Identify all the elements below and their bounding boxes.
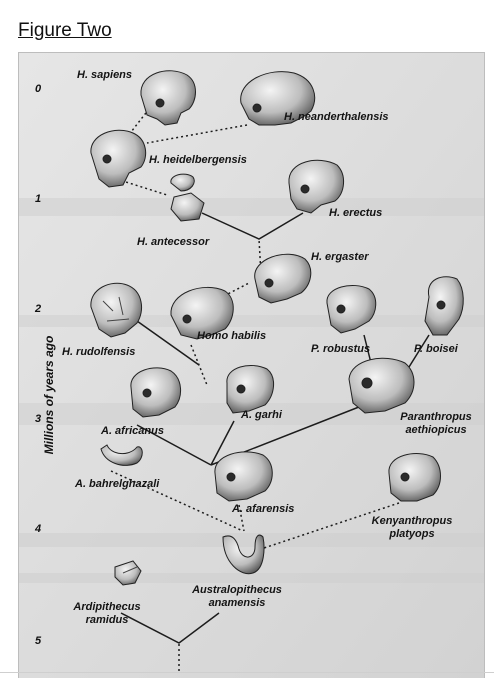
label-bahrelghazali: A. bahrelghazali — [75, 478, 160, 490]
figure-title: Figure Two — [18, 20, 112, 41]
label-heidelbergensis: H. heidelbergensis — [149, 154, 247, 166]
link-ramidus-base — [120, 612, 220, 644]
label-robustus: P. robustus — [311, 343, 371, 355]
label-antecessor: H. antecessor — [137, 236, 210, 248]
connector-lines — [106, 108, 430, 671]
label-neanderthalensis: H. neanderthalensis — [284, 111, 389, 123]
label-ramidus-line1: Ardipithecus — [73, 601, 141, 613]
label-kenyanthropus-line2: platyops — [389, 528, 435, 540]
label-garhi: A. garhi — [241, 409, 282, 421]
label-ramidus: Ardipithecus ramidus — [57, 601, 157, 627]
phylogeny-panel: 0 1 2 3 4 5 Millions of years ago H. sap… — [18, 52, 485, 678]
skull-ergaster — [254, 253, 312, 304]
skull-sapiens — [140, 70, 196, 126]
label-aethiopicus-line2: aethiopicus — [405, 424, 467, 436]
skull-kenyanthropus — [388, 453, 441, 502]
skull-aethiopicus — [348, 357, 415, 414]
time-tick-0: 0 — [35, 83, 42, 95]
skull-neanderthalensis — [240, 71, 316, 126]
link-africanus-afarensis — [136, 424, 212, 466]
skull-heidelbergensis — [90, 129, 147, 188]
skull-habilis — [170, 287, 234, 340]
label-anamensis-line2: anamensis — [208, 597, 266, 609]
label-anamensis: Australopithecus anamensis — [177, 584, 297, 610]
link-neanderthalensis-heidelbergensis — [146, 124, 248, 144]
link-rudolfensis-homo — [136, 320, 200, 366]
time-tick-2: 2 — [35, 303, 42, 315]
skull-africanus — [130, 367, 181, 418]
label-erectus: H. erectus — [329, 207, 383, 219]
label-aethiopicus-line1: Paranthropus — [400, 411, 472, 423]
label-kenyanthropus: Kenyanthropus platyops — [357, 515, 467, 541]
link-sapiens-heidelbergensis — [123, 108, 150, 142]
label-sapiens: H. sapiens — [77, 69, 133, 81]
time-tick-1: 1 — [35, 193, 42, 205]
time-tick-3: 3 — [35, 413, 42, 425]
link-ergaster-junction — [258, 238, 263, 294]
bottom-rule — [0, 672, 494, 673]
skull-garhi — [226, 365, 274, 414]
label-anamensis-line1: Australopithecus — [192, 584, 282, 596]
skull-robustus — [326, 285, 377, 334]
time-tick-5: 5 — [35, 635, 42, 647]
label-ramidus-line2: ramidus — [85, 614, 129, 626]
skull-boisei — [424, 276, 464, 336]
phylogeny-diagram — [19, 53, 484, 678]
label-aethiopicus: Paranthropus aethiopicus — [381, 411, 484, 437]
jaw-anamensis — [222, 534, 265, 575]
label-kenyanthropus-line1: Kenyanthropus — [371, 515, 453, 527]
time-tick-4: 4 — [35, 523, 42, 535]
time-axis-label: Millions of years ago — [42, 335, 56, 455]
label-africanus: A. africanus — [101, 425, 164, 437]
skull-erectus — [288, 159, 344, 214]
label-habilis: Homo habilis — [197, 330, 267, 342]
skull-antecessor — [170, 173, 205, 222]
skull-afarensis — [214, 451, 273, 502]
label-afarensis: A. afarensis — [232, 503, 295, 515]
skulls — [90, 70, 464, 586]
link-bahrelghazali-anamensis — [110, 470, 244, 532]
skull-rudolfensis — [90, 282, 143, 338]
fragment-ramidus — [114, 560, 142, 586]
link-garhi-afarensis — [210, 420, 235, 466]
link-antecessor-erectus — [201, 212, 304, 240]
link-kenyanthropus-anamensis — [254, 502, 400, 552]
label-rudolfensis: H. rudolfensis — [62, 346, 136, 358]
jaw-bahrelghazali — [100, 444, 143, 466]
label-ergaster: H. ergaster — [311, 251, 369, 263]
label-boisei: P. boisei — [414, 343, 458, 355]
